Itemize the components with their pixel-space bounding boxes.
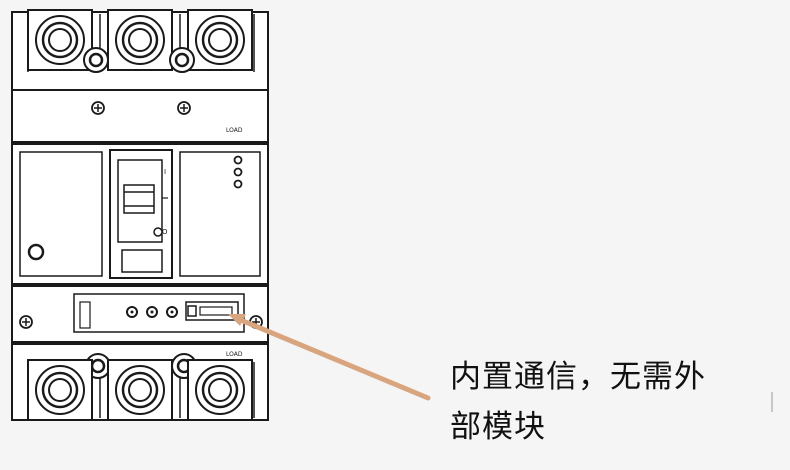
terminal-icon xyxy=(26,8,94,72)
switch-mark-off: O xyxy=(162,228,168,236)
terminal-icon xyxy=(186,8,254,72)
cover-plate xyxy=(11,89,269,143)
comm-module xyxy=(73,293,245,333)
bottom-terminal-block xyxy=(26,352,255,422)
switch-mark-on: I xyxy=(164,168,166,176)
switch-knob-icon xyxy=(153,227,163,237)
callout-arrow xyxy=(233,315,431,401)
led-icon xyxy=(233,155,243,165)
screw-icon xyxy=(19,315,33,329)
callout-line-1: 内置通信，无需外 xyxy=(450,359,706,395)
led-icon xyxy=(233,179,243,189)
nut-icon xyxy=(168,46,196,74)
right-panel xyxy=(179,151,261,277)
terminal-icon xyxy=(186,358,254,422)
terminal-icon xyxy=(26,358,94,422)
nut-icon xyxy=(82,46,110,74)
screw-icon xyxy=(177,101,191,115)
callout-arrowhead xyxy=(228,314,246,326)
switch-handle xyxy=(123,184,155,214)
screw-icon xyxy=(91,101,105,115)
terminal-icon xyxy=(106,8,174,72)
indicator-icon xyxy=(27,243,45,261)
led-icon xyxy=(233,167,243,177)
load-label-bottom: LOAD xyxy=(226,351,243,358)
terminal-icon xyxy=(106,358,174,422)
load-label-top: LOAD xyxy=(226,127,243,134)
callout-line-2: 部模块 xyxy=(450,409,546,445)
switch-window xyxy=(121,249,163,273)
top-terminal-block xyxy=(14,8,266,90)
callout-caption: 内置通信，无需外 部模块 xyxy=(450,352,770,452)
